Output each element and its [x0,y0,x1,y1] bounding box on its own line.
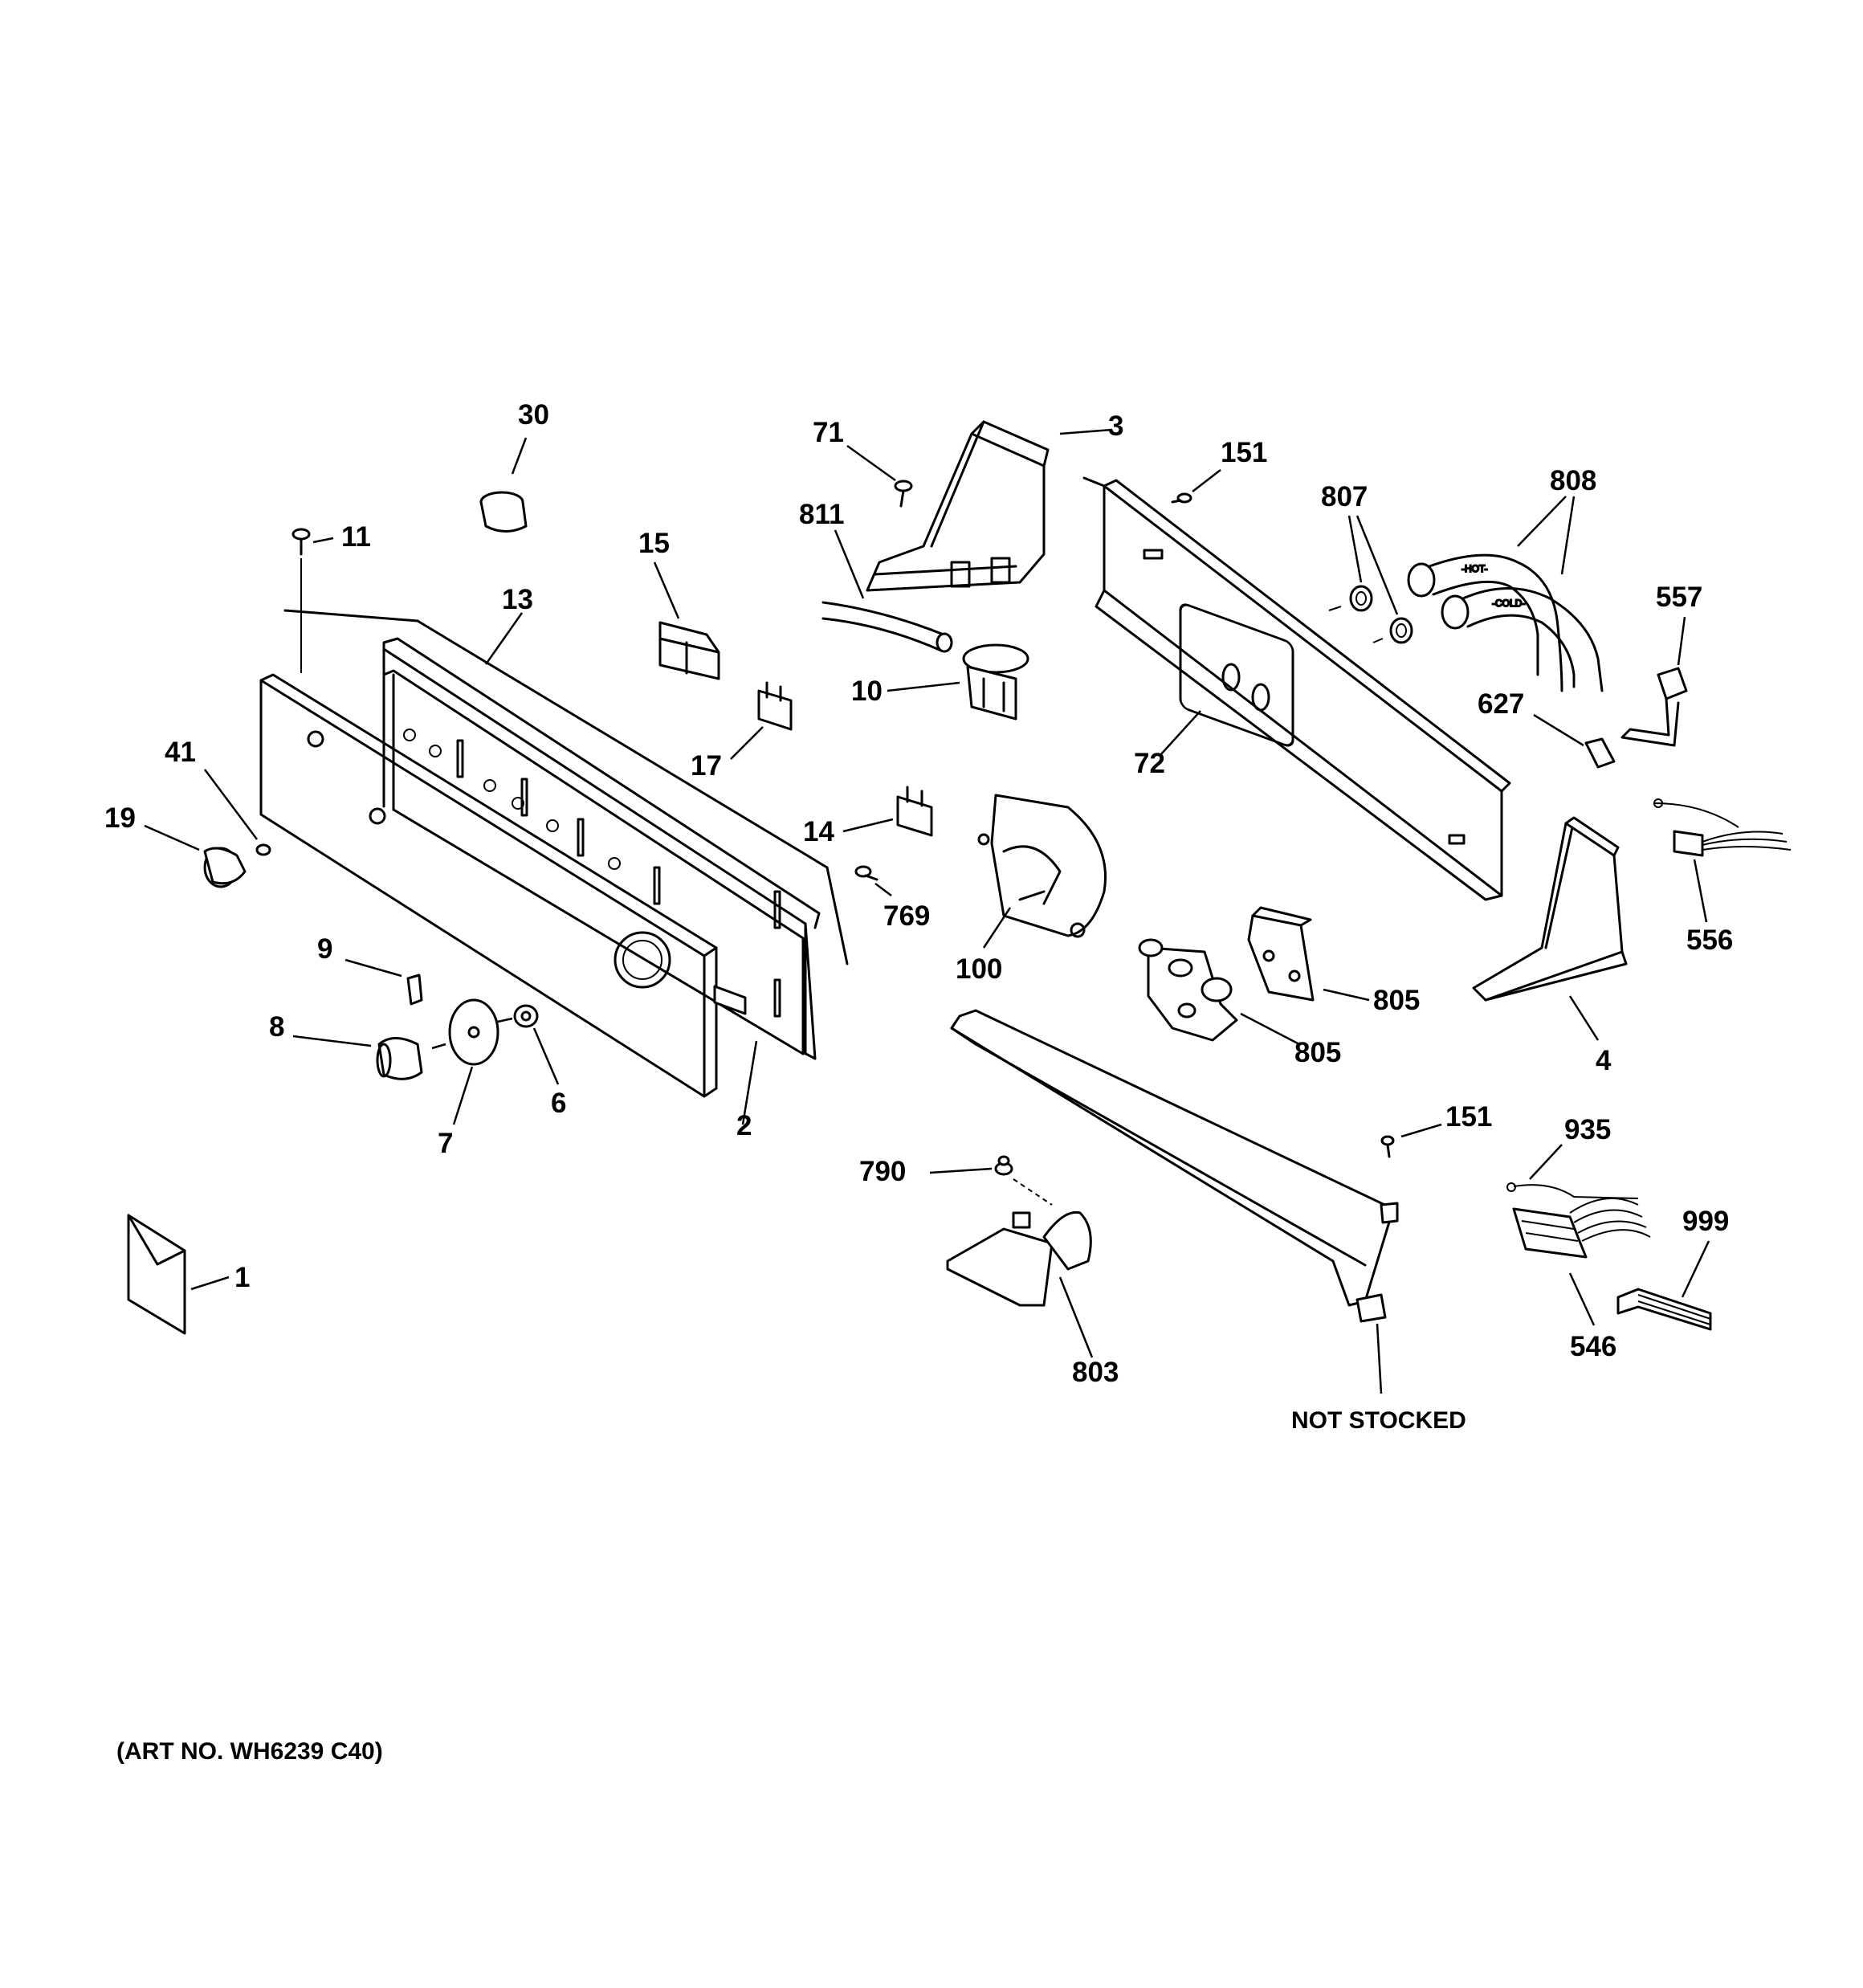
callout-803: 803 [1072,1357,1119,1388]
callout-2: 2 [736,1110,752,1141]
part-8-knob [292,1035,423,1080]
part-3-bracket [866,420,1113,592]
part-811-hose [821,529,953,653]
callout-not-stocked: NOT STOCKED [1291,1407,1466,1434]
callout-546: 546 [1570,1331,1616,1362]
hot-marking: -HOT- [1461,563,1488,574]
part-72-back-panel [1082,476,1511,901]
part-557-sensor [1620,616,1688,747]
callout-71: 71 [813,417,844,448]
part-rear-shield [950,1009,1399,1394]
part-7-dial [431,998,499,1125]
callout-808: 808 [1550,465,1596,496]
callout-14: 14 [803,816,834,847]
callout-805-valve: 805 [1294,1037,1341,1068]
part-803-drain-hose [946,1210,1094,1358]
part-935-harness [1506,1144,1651,1242]
part-14-switch [842,786,933,837]
callout-807: 807 [1321,481,1368,512]
part-790-clamp [929,1155,1053,1206]
callout-1: 1 [234,1262,250,1293]
part-627-plug [1533,713,1616,769]
callout-811: 811 [799,499,844,530]
callout-935: 935 [1564,1114,1611,1145]
callout-19: 19 [104,802,136,834]
callout-7: 7 [438,1128,453,1159]
callout-41: 41 [165,737,196,768]
part-151-screw-top [1171,469,1221,504]
callout-151-top: 151 [1221,437,1267,468]
art-number: (ART NO. WH6239 C40) [116,1738,383,1765]
part-4-side-bracket [1472,816,1628,1041]
part-769-screw [854,865,892,896]
callout-556: 556 [1686,925,1733,956]
callout-627: 627 [1478,688,1524,720]
part-13-panel-frame [283,609,849,1060]
part-19-knob [144,824,247,888]
callout-8: 8 [269,1011,284,1043]
part-10-pressure-switch [887,643,1029,720]
part-100-timer [977,794,1107,949]
callout-557: 557 [1656,582,1702,613]
callout-72: 72 [1134,748,1165,779]
callout-100: 100 [956,953,1002,985]
callout-4: 4 [1596,1045,1612,1076]
part-30-capacitor [479,437,528,533]
part-15-switch [653,561,720,680]
part-151-screw-bottom [1380,1123,1442,1158]
callout-3: 3 [1108,410,1123,442]
part-11-screw [291,528,334,673]
part-2-control-panel [259,673,758,1125]
callout-15: 15 [638,528,670,559]
part-9-clip [344,958,423,1006]
callout-151-bottom: 151 [1445,1101,1492,1133]
part-546-connector-block [1512,1207,1596,1326]
part-71-screw [846,444,913,508]
part-805-valve-cover [1247,906,1370,1002]
callout-999: 999 [1682,1206,1729,1237]
callout-13: 13 [502,584,533,615]
part-807-washers [1328,515,1413,644]
callout-17: 17 [691,750,722,782]
callout-9: 9 [317,933,332,965]
part-808-fill-hoses: -HOT- -COLD- [1407,496,1604,692]
callout-11: 11 [341,521,371,553]
callout-769: 769 [883,900,930,932]
part-6-nut [497,1004,560,1085]
callout-10: 10 [851,676,883,707]
part-1-envelope [127,1214,230,1335]
part-805-water-valve [1138,938,1300,1046]
part-999-jumper [1616,1240,1712,1331]
callout-805-cover: 805 [1373,985,1420,1016]
callout-30: 30 [518,399,549,431]
callout-790: 790 [859,1156,906,1187]
cold-marking: -COLD- [1492,598,1525,609]
callout-6: 6 [551,1088,566,1119]
part-17-switch [730,681,793,760]
part-556-connector [1653,798,1792,923]
part-41-clip [203,769,271,856]
